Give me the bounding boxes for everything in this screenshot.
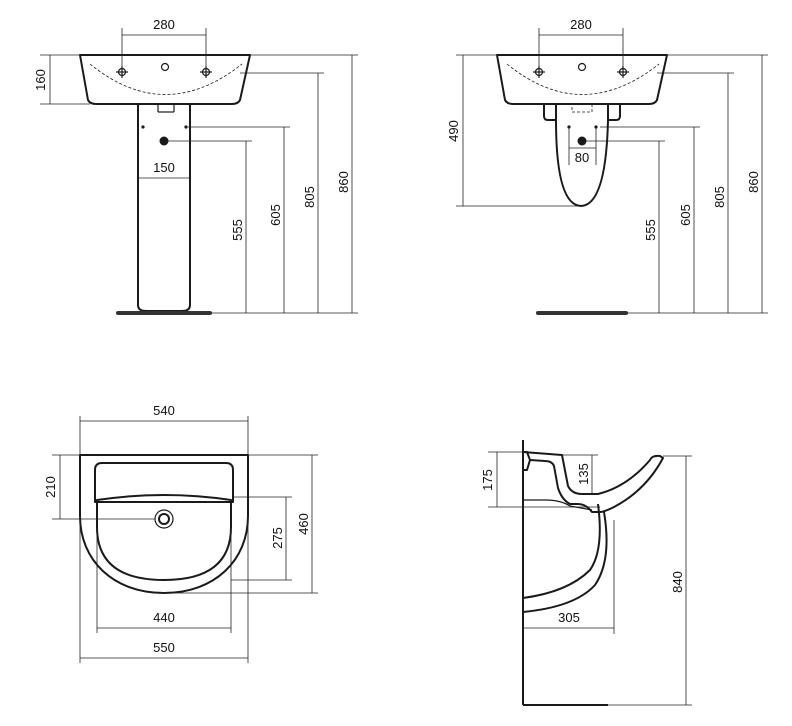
dimension-labels: 280 490 80 555 605 805 860 — [446, 17, 761, 241]
dim-supply-height: 605 — [268, 204, 283, 226]
dim-overall-height: 840 — [670, 571, 685, 593]
dim-total-height: 860 — [336, 171, 351, 193]
dim-waste-height: 555 — [643, 219, 658, 241]
dim-bowl-height: 160 — [33, 69, 48, 91]
side-view: 175 135 305 840 — [480, 440, 692, 706]
dimension-labels: 540 210 275 460 440 550 — [43, 403, 311, 655]
tap-deck — [94, 462, 234, 503]
tap-holes — [533, 62, 629, 78]
dim-depth: 460 — [296, 513, 311, 535]
shroud-section — [522, 503, 601, 599]
dim-inner-height: 135 — [576, 463, 591, 485]
top-view: 540 210 275 460 440 550 — [43, 403, 318, 663]
dim-supply-spacing: 80 — [575, 150, 589, 165]
dim-top-height: 175 — [480, 469, 495, 491]
dim-rim-height: 805 — [302, 186, 317, 208]
dim-inner-depth: 275 — [270, 527, 285, 549]
pedestal-column — [137, 104, 191, 312]
dim-outer-width: 550 — [153, 640, 175, 655]
wall-fixing — [523, 451, 531, 471]
dimension-lines — [456, 28, 768, 314]
dimension-lines — [52, 416, 318, 663]
dim-total-height: 860 — [746, 171, 761, 193]
drain-ring — [154, 509, 174, 529]
waste-outlet — [577, 136, 587, 146]
basin-body — [79, 54, 251, 113]
waste-outlet — [159, 136, 169, 146]
pedestal-front-view: 280 160 150 555 605 805 860 — [33, 17, 358, 315]
dim-shroud-height: 490 — [446, 120, 461, 142]
dim-tap-spacing: 280 — [570, 17, 592, 32]
dim-tap-spacing: 280 — [153, 17, 175, 32]
basin-body — [496, 54, 668, 113]
dimension-lines — [488, 451, 692, 706]
inner-bowl — [96, 494, 232, 581]
tap-holes — [116, 62, 212, 78]
basin-section — [522, 451, 664, 513]
dim-bowl-width: 540 — [153, 403, 175, 418]
drain-hole — [158, 513, 170, 525]
dim-rim-height: 805 — [712, 186, 727, 208]
dim-waste-height: 555 — [230, 219, 245, 241]
wall-brackets — [543, 104, 621, 121]
dim-supply-height: 605 — [678, 204, 693, 226]
dimension-lines — [40, 28, 358, 314]
dim-pedestal-width: 150 — [153, 160, 175, 175]
dimension-labels: 175 135 305 840 — [480, 463, 685, 625]
wall-hung-front-view: 280 490 80 555 605 805 860 — [446, 17, 768, 315]
shroud-inner — [522, 511, 608, 613]
dim-inner-width: 440 — [153, 610, 175, 625]
dimension-labels: 280 160 150 555 605 805 860 — [33, 17, 351, 241]
dim-projection: 305 — [558, 610, 580, 625]
dim-back-depth: 210 — [43, 476, 58, 498]
basin-underside — [523, 499, 593, 511]
